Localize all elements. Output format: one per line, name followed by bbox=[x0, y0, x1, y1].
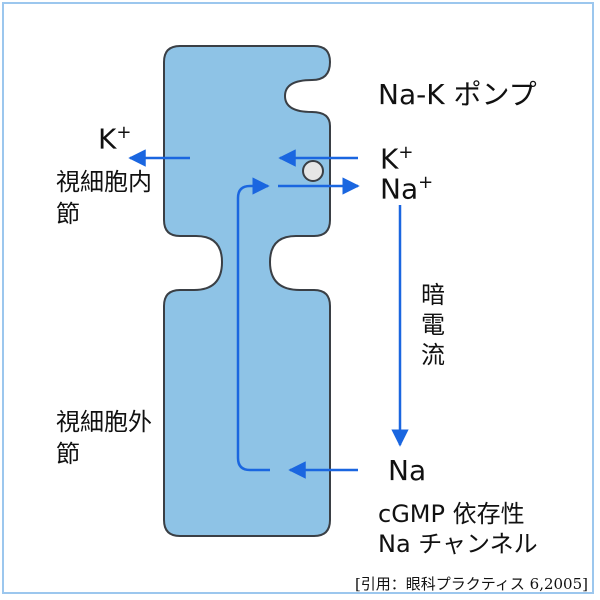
inner-segment-label: 視細胞内節 bbox=[56, 166, 152, 230]
k-plus-left-label: K+ bbox=[98, 118, 131, 154]
outer-segment-label: 視細胞外節 bbox=[56, 406, 152, 470]
na-plus-label: Na+ bbox=[380, 168, 433, 204]
na-k-pump-label: Na-K ポンプ bbox=[378, 80, 537, 110]
cgmp-channel-label-line1: cGMP 依存性 bbox=[378, 500, 525, 528]
cgmp-channel-label-line2: Na チャンネル bbox=[378, 530, 538, 558]
citation: [引用：眼科プラクティス 6,2005] bbox=[355, 573, 588, 594]
dark-current-label: 暗電流 bbox=[418, 280, 448, 370]
na-channel-ion-label: Na bbox=[388, 456, 426, 486]
na-k-pump-icon bbox=[303, 161, 323, 181]
photoreceptor-cell bbox=[164, 46, 330, 536]
